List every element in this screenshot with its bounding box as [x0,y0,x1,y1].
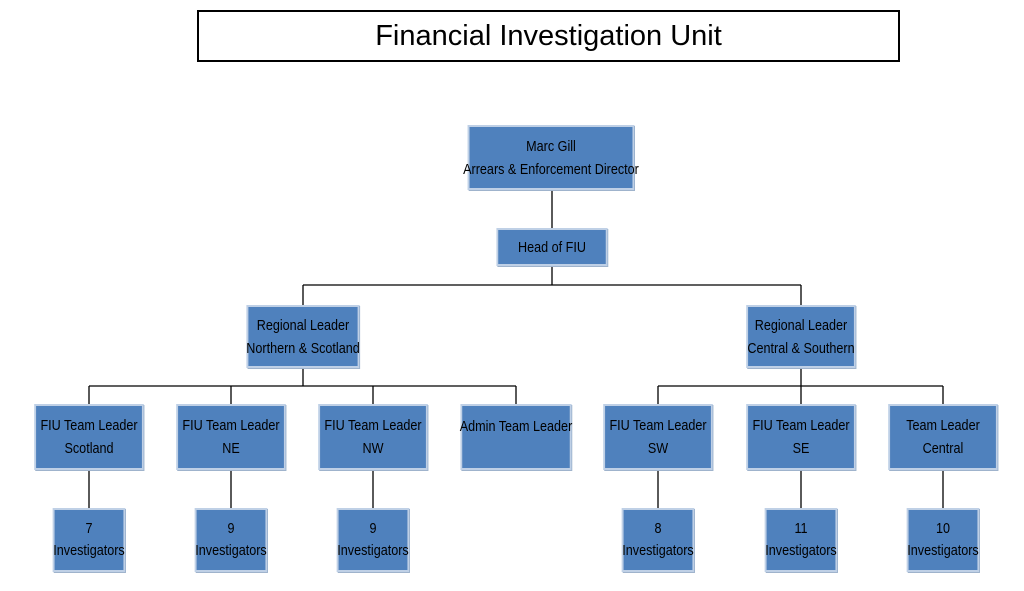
count-se-number: 11 [794,519,808,537]
org-node-count-scotland: 7 Investigators [52,508,126,572]
count-nw-number: 9 [369,519,377,537]
count-nw-label: Investigators [337,541,409,559]
team-central-line2: Central [922,440,964,457]
region-south-line2: Central & Southern [747,339,855,357]
team-scotland-line2: Scotland [64,440,114,457]
count-central-number: 10 [935,519,951,537]
team-ne-line1: FIU Team Leader [182,417,280,434]
team-nw-line1: FIU Team Leader [324,417,422,434]
region-north-line2: Northern & Scotland [246,339,360,357]
count-scotland-number: 7 [85,519,93,537]
team-sw-line2: SW [647,440,669,457]
region-north-line1: Regional Leader [256,316,350,334]
org-node-team-sw: FIU Team Leader SW [603,404,713,470]
team-scotland-line1: FIU Team Leader [40,417,138,434]
team-se-line1: FIU Team Leader [752,417,850,434]
region-south-line1: Regional Leader [754,316,848,334]
org-node-count-central: 10 Investigators [906,508,980,572]
count-central-label: Investigators [907,541,979,559]
count-scotland-label: Investigators [53,541,125,559]
count-se-label: Investigators [765,541,837,559]
org-node-region-north: Regional Leader Northern & Scotland [246,305,360,368]
org-node-region-south: Regional Leader Central & Southern [746,305,856,368]
org-node-count-sw: 8 Investigators [621,508,695,572]
org-node-team-admin: Admin Team Leader [459,404,573,470]
page-title: Financial Investigation Unit [197,10,900,62]
org-node-director: Marc Gill Arrears & Enforcement Director [463,125,639,190]
org-node-head: Head of FIU [496,228,608,266]
director-name: Marc Gill [526,137,576,155]
count-ne-number: 9 [227,519,235,537]
director-role: Arrears & Enforcement Director [463,160,639,178]
org-node-team-ne: FIU Team Leader NE [176,404,286,470]
org-node-count-se: 11 Investigators [764,508,838,572]
head-label: Head of FIU [518,238,586,256]
org-node-team-nw: FIU Team Leader NW [318,404,428,470]
org-node-team-scotland: FIU Team Leader Scotland [34,404,144,470]
count-sw-number: 8 [654,519,662,537]
org-node-team-se: FIU Team Leader SE [746,404,856,470]
team-ne-line2: NE [222,440,240,457]
team-central-line1: Team Leader [906,417,980,434]
org-node-count-nw: 9 Investigators [336,508,410,572]
team-nw-line2: NW [362,440,384,457]
team-sw-line1: FIU Team Leader [609,417,707,434]
count-sw-label: Investigators [622,541,694,559]
team-se-line2: SE [792,440,810,457]
org-node-count-ne: 9 Investigators [194,508,268,572]
team-admin-line1: Admin Team Leader [459,418,573,435]
org-node-team-central: Team Leader Central [888,404,998,470]
count-ne-label: Investigators [195,541,267,559]
